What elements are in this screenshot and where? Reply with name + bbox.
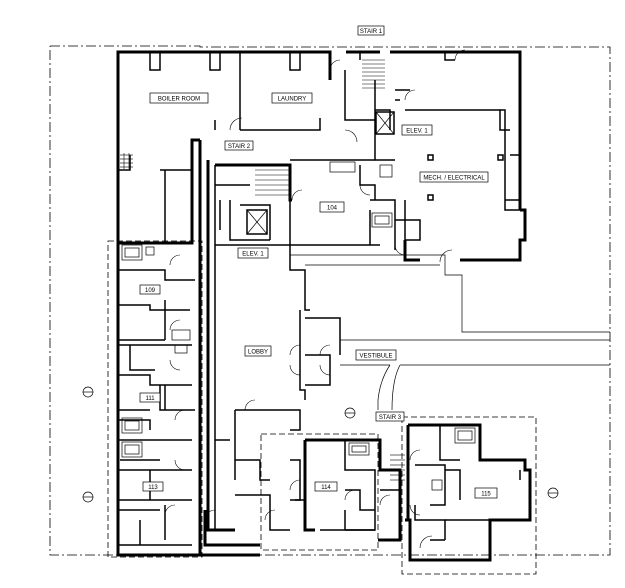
interior-walls-middle <box>214 165 341 531</box>
door-swings <box>164 49 466 549</box>
label-room-114: 114 <box>321 485 331 491</box>
label-room-109: 109 <box>145 288 156 294</box>
label-elev-1-left: ELEV. 1 <box>242 252 264 258</box>
label-room-115: 115 <box>481 492 491 498</box>
label-vestibule: VESTIBULE <box>359 354 392 360</box>
fixtures <box>121 154 504 491</box>
grid-markers <box>82 386 559 503</box>
label-room-113: 113 <box>148 485 158 491</box>
label-mech-electrical: MECH. / ELECTRICAL <box>423 176 485 182</box>
label-room-104: 104 <box>327 206 338 212</box>
left-units-walls <box>118 269 195 546</box>
label-room-111: 111 <box>145 396 155 402</box>
site-boundary <box>49 45 611 556</box>
label-stair-2: STAIR 2 <box>228 144 251 150</box>
exterior-walls <box>116 50 527 557</box>
stair-hatch <box>120 59 405 481</box>
unit-115-walls <box>405 423 532 562</box>
entrance-lines <box>290 254 610 411</box>
label-stair-3: STAIR 3 <box>379 415 402 421</box>
zone-outlines <box>107 240 537 575</box>
label-lobby: LOBBY <box>248 350 268 356</box>
unit-114-walls <box>290 438 402 542</box>
room-labels: BOILER ROOM LAUNDRY STAIR 1 STAIR 2 STAI… <box>139 25 498 499</box>
interior-walls-upper <box>118 52 520 250</box>
label-laundry: LAUNDRY <box>278 97 307 103</box>
label-elev-1-top: ELEV. 1 <box>406 129 428 135</box>
label-stair-1: STAIR 1 <box>360 29 383 35</box>
elevator-shafts <box>246 111 395 235</box>
label-boiler-room: BOILER ROOM <box>158 97 200 103</box>
